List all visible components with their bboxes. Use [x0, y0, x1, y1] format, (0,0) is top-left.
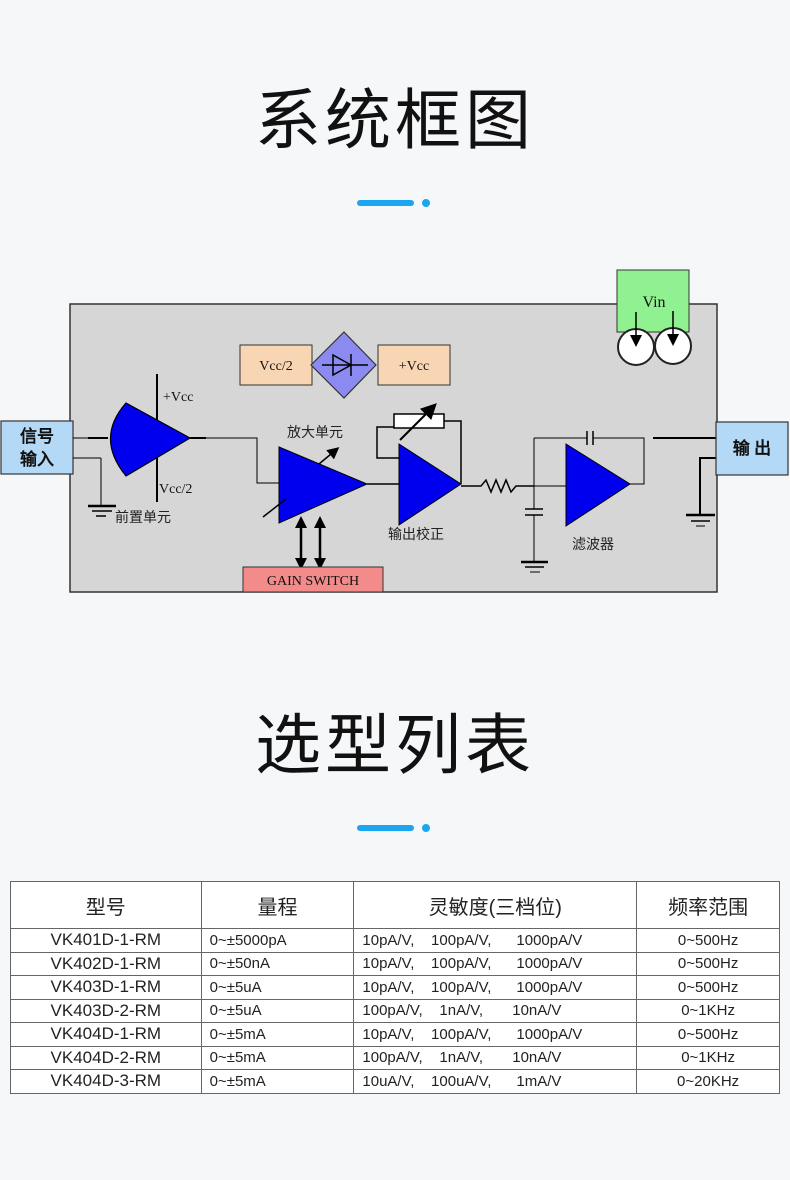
cell-sensitivity: 10pA/V, 100pA/V, 1000pA/V: [353, 928, 638, 953]
gain-switch-label: GAIN SWITCH: [267, 574, 359, 589]
gain-switch-box: [242, 566, 384, 593]
cell-frequency: 0~1KHz: [636, 1045, 780, 1070]
preamp-label: 前置单元: [115, 509, 171, 526]
filter-shape: [565, 443, 631, 527]
vin-label: Vin: [642, 294, 665, 311]
block-diagram-title: 系统框图: [255, 82, 535, 159]
signal-input-box: [0, 420, 74, 475]
column-header-frequency: 频率范围: [636, 881, 780, 929]
column-header-model: 型号: [10, 881, 202, 929]
vcc-plus-label: +Vcc: [399, 359, 429, 374]
vin-box: [616, 269, 690, 333]
output-correction-shape: [398, 443, 462, 526]
cell-range: 0~±5mA: [200, 1069, 355, 1094]
preamp-vcc-plus: +Vcc: [163, 390, 193, 405]
cell-frequency: 0~500Hz: [636, 975, 780, 1000]
amplifier-label: 放大单元: [287, 425, 343, 441]
amplifier-shape: [278, 446, 369, 524]
ground-icon: [686, 513, 715, 527]
cell-model: VK403D-1-RM: [10, 975, 202, 1000]
cell-model: VK404D-2-RM: [10, 1045, 202, 1070]
cell-model: VK404D-3-RM: [10, 1069, 202, 1094]
vcc-plus-box: [377, 344, 451, 386]
cell-model: VK404D-1-RM: [10, 1022, 202, 1047]
cell-sensitivity: 100pA/V, 1nA/V, 10nA/V: [353, 998, 638, 1023]
cell-sensitivity: 10uA/V, 100uA/V, 1mA/V: [353, 1069, 638, 1094]
preamp-shape: [109, 402, 192, 477]
cell-frequency: 0~500Hz: [636, 1022, 780, 1047]
cell-model: VK401D-1-RM: [10, 928, 202, 953]
filter-label: 滤波器: [572, 537, 614, 553]
cell-range: 0~±5mA: [200, 1045, 355, 1070]
title-underline-decoration: [357, 198, 437, 208]
preamp-vcc-half: Vcc/2: [159, 482, 192, 497]
gain-switch-arrows: [295, 516, 326, 570]
ground-icon: [88, 504, 116, 517]
input-label-line1: 信号: [20, 426, 54, 446]
cell-frequency: 0~20KHz: [636, 1069, 780, 1094]
cell-sensitivity: 10pA/V, 100pA/V, 1000pA/V: [353, 975, 638, 1000]
vcc-half-label: Vcc/2: [259, 359, 292, 374]
cell-range: 0~±5mA: [200, 1022, 355, 1047]
system-block-diagram: 信号 输入 +Vcc Vcc/2 前置单元 Vcc/2 +Vcc 放大单元 GA…: [0, 269, 789, 593]
cell-sensitivity: 10pA/V, 100pA/V, 1000pA/V: [353, 1022, 638, 1047]
resistor-icon: [461, 478, 534, 494]
cell-frequency: 0~500Hz: [636, 951, 780, 976]
cell-sensitivity: 100pA/V, 1nA/V, 10nA/V: [353, 1045, 638, 1070]
output-box: [715, 421, 789, 476]
output-correction-label: 输出校正: [388, 526, 444, 543]
cell-range: 0~±5uA: [200, 998, 355, 1023]
output-label: 输 出: [733, 438, 771, 458]
ground-icon: [521, 560, 548, 573]
cell-frequency: 0~1KHz: [636, 998, 780, 1023]
table-header-row: 型号 量程 灵敏度(三档位) 频率范围: [10, 881, 780, 929]
cell-range: 0~±50nA: [200, 951, 355, 976]
selection-table-title: 选型列表: [255, 707, 535, 784]
cell-model: VK403D-2-RM: [10, 998, 202, 1023]
diode-icon: [310, 331, 377, 399]
column-header-range: 量程: [200, 881, 355, 929]
cell-model: VK402D-1-RM: [10, 951, 202, 976]
cell-range: 0~±5000pA: [200, 928, 355, 953]
cell-frequency: 0~500Hz: [636, 928, 780, 953]
cell-range: 0~±5uA: [200, 975, 355, 1000]
title-underline-decoration: [357, 823, 437, 833]
column-header-sensitivity: 灵敏度(三档位): [353, 881, 638, 929]
input-label-line2: 输入: [20, 449, 54, 469]
cell-sensitivity: 10pA/V, 100pA/V, 1000pA/V: [353, 951, 638, 976]
